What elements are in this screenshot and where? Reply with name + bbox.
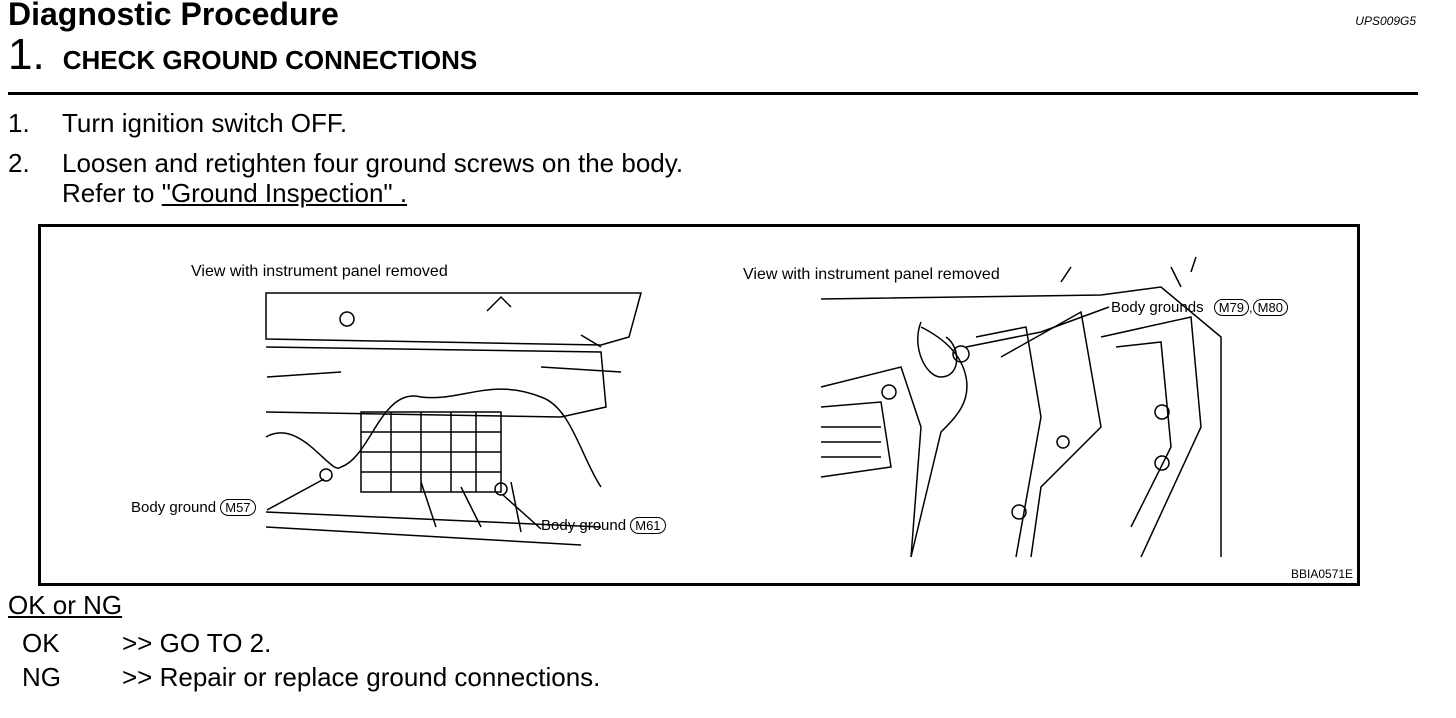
result-key: OK [22,628,60,658]
instruction-text: Turn ignition switch OFF. [62,108,348,138]
body-ground-text: Body ground [131,499,217,516]
body-ground-label: Body ground M57 [131,499,256,516]
body-grounds-text: Body grounds [1111,299,1204,316]
reference-line: Refer to "Ground Inspection" . [62,178,407,209]
ground-inspection-link[interactable]: "Ground Inspection" . [161,178,408,208]
connector-badge: M80 [1252,299,1288,316]
body-grounds-label: Body grounds M79,M80 [1111,299,1288,316]
connector-badge: M61 [630,517,666,534]
instruction-text: Loosen and retighten four ground screws … [62,148,684,178]
instruction-number: 1. [8,108,30,138]
figure-id: BBIA0571E [1291,567,1354,581]
step-heading: 1. CHECK GROUND CONNECTIONS [8,30,477,80]
result-text: >> Repair or replace ground connections. [122,662,601,692]
figure-drawing [265,256,1222,558]
reference-prefix: Refer to [62,178,162,208]
document-id: UPS009G5 [1355,14,1416,28]
right-view-caption: View with instrument panel removed [743,266,1000,283]
step-number: 1. [8,30,45,79]
body-ground-label: Body ground M61 [541,517,666,534]
divider [8,92,1418,95]
connector-badge: M57 [220,499,256,516]
result-ng: NG >> Repair or replace ground connectio… [22,662,600,693]
instruction-item: 1. Turn ignition switch OFF. [8,108,347,139]
connector-badge: M79 [1213,299,1250,316]
body-ground-text: Body ground [541,517,627,534]
result-heading: OK or NG [8,590,123,620]
page-title: Diagnostic Procedure [8,0,339,32]
result-text: >> GO TO 2. [122,628,272,658]
step-title: CHECK GROUND CONNECTIONS [62,45,478,75]
result-key: NG [22,662,61,692]
instruction-item: 2. Loosen and retighten four ground scre… [8,148,683,179]
left-view-caption: View with instrument panel removed [191,263,448,280]
result-ok: OK >> GO TO 2. [22,628,271,659]
ground-location-figure: View with instrument panel removed View … [38,224,1360,586]
instruction-number: 2. [8,148,30,178]
